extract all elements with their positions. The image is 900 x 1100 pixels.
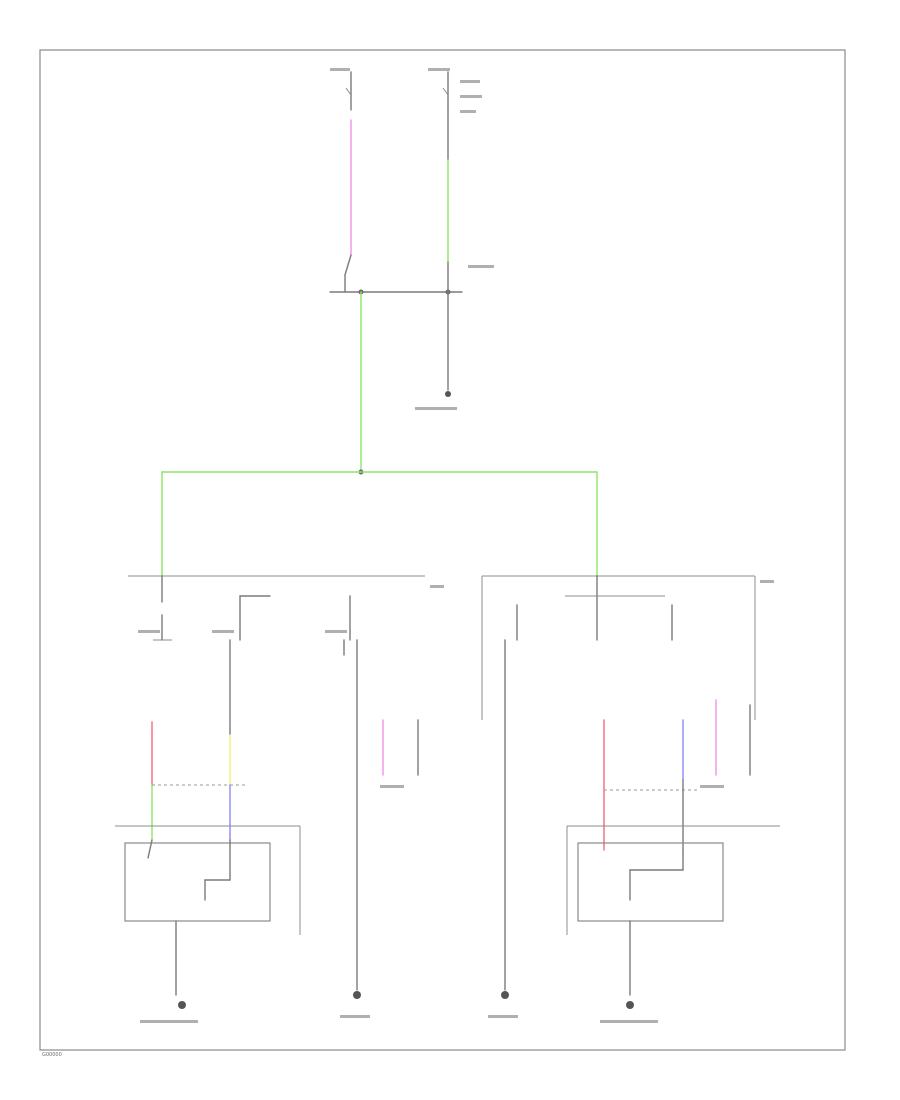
figure-ref: G00000: [42, 1052, 62, 1058]
ground-icon: [445, 391, 451, 397]
left-control-unit: [115, 825, 301, 996]
ground-icon: [353, 991, 361, 999]
fuse-feed-left: [344, 71, 352, 276]
left-switch-cluster: [128, 575, 425, 991]
illegible-label-marks: [138, 68, 774, 1023]
fuse-feed-right: [442, 71, 449, 263]
right-control-unit: [566, 825, 780, 996]
ground-icon: [626, 1001, 634, 1009]
door-switch-block: [329, 261, 463, 397]
diagram-frame: [39, 49, 846, 1051]
left-unit-body: [124, 842, 271, 922]
ground-icon: [178, 1001, 186, 1009]
right-unit-body: [577, 842, 724, 922]
right-switch-cluster: [481, 575, 756, 991]
ground-icon: [501, 991, 509, 999]
green-trunk: [161, 291, 598, 577]
